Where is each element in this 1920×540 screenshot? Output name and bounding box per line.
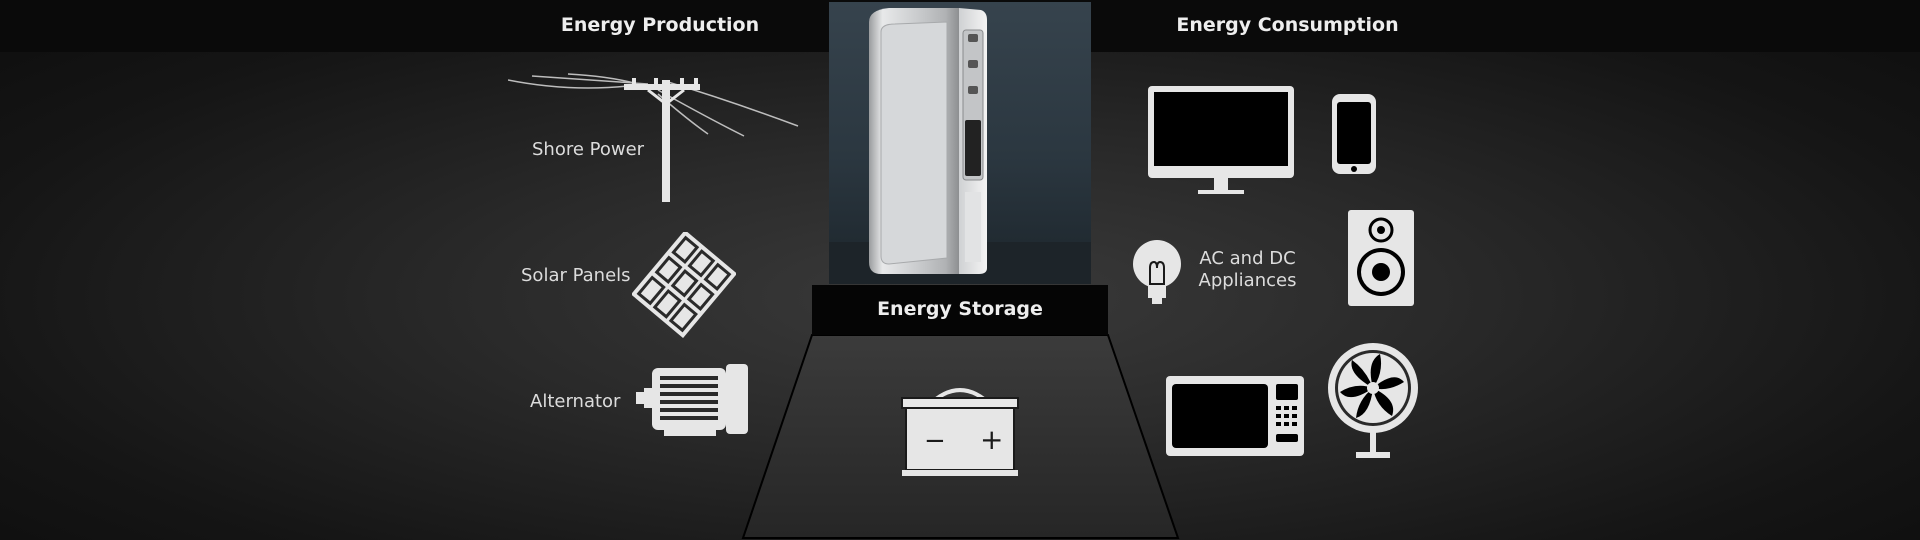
storage-heading-bar: [812, 285, 1108, 335]
alternator-label: Alternator: [530, 391, 621, 412]
monitor-icon: [1148, 86, 1294, 194]
energy-consumption-heading: Energy Consumption: [1176, 14, 1399, 36]
power-pole-icon: [508, 73, 799, 202]
lightbulb-icon: [1133, 240, 1181, 304]
solar-panels-label: Solar Panels: [521, 265, 631, 286]
power-station-photo: [829, 2, 1091, 284]
fan-icon: [1328, 343, 1418, 458]
speaker-icon: [1348, 210, 1414, 306]
battery-minus: −: [924, 426, 946, 456]
battery-icon: − +: [901, 388, 1019, 476]
solar-panel-icon: [632, 232, 736, 338]
battery-plus: +: [980, 423, 1003, 456]
shore-power-label: Shore Power: [532, 139, 645, 160]
microwave-icon: [1166, 376, 1304, 456]
smartphone-icon: [1332, 94, 1376, 174]
alternator-icon: [636, 364, 748, 436]
appliances-label-line2: Appliances: [1198, 270, 1297, 291]
appliances-label-line1: AC and DC: [1199, 248, 1296, 269]
power-station-device: [829, 8, 1091, 284]
energy-storage-heading: Energy Storage: [877, 298, 1043, 320]
energy-production-heading: Energy Production: [560, 14, 760, 36]
